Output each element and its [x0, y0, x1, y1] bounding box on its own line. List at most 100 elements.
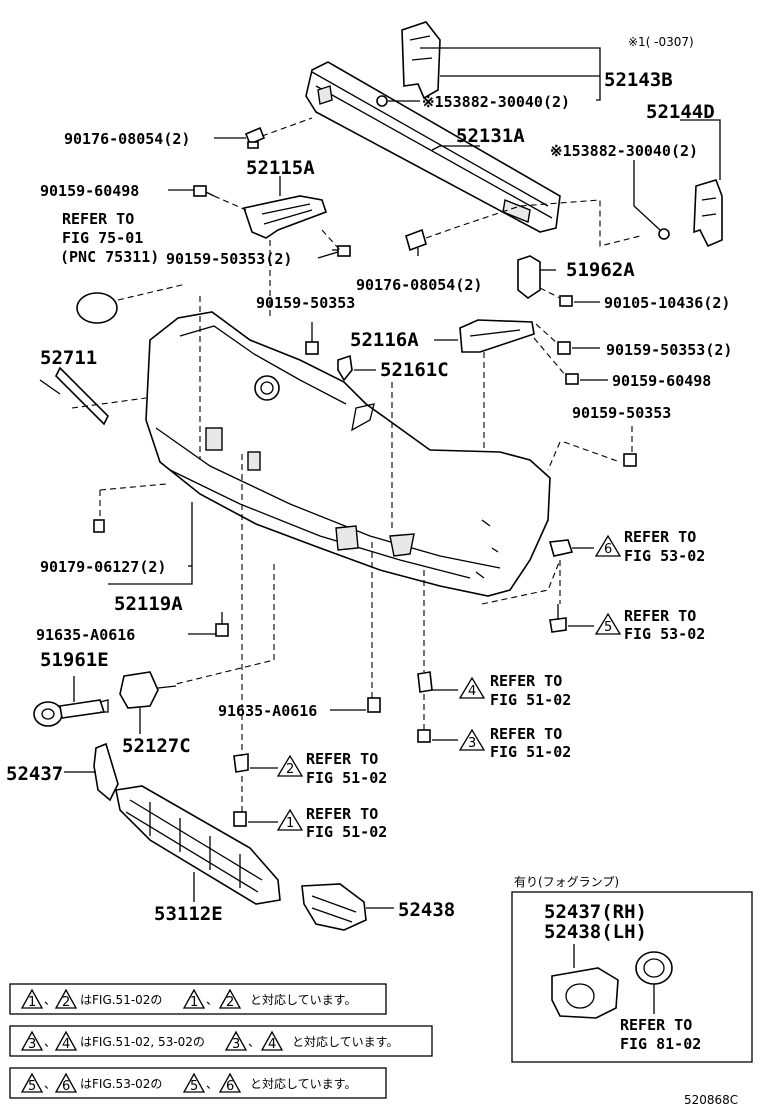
label-90159-50353-b: 90159-50353	[256, 294, 355, 312]
clip-52161c	[337, 354, 353, 382]
refer-5-line2: FIG 53-02	[624, 625, 705, 643]
clip-153882-a	[376, 95, 388, 107]
fog-cover-oval	[76, 292, 118, 324]
label-52115a: 52115A	[246, 157, 315, 179]
refer-75-01-line3: (PNC 75311)	[60, 248, 159, 266]
refer-2-line2: FIG 51-02	[306, 769, 387, 787]
refer-5: 5 REFER TO FIG 53-02	[594, 607, 705, 643]
label-90159-50353-a: 90159-50353(2)	[166, 250, 292, 268]
label-90159-60498-b: 90159-60498	[612, 372, 711, 390]
fog-box-lh: 52438(LH)	[544, 921, 647, 943]
refer-4-line1: REFER TO	[490, 672, 562, 690]
screw-90105	[559, 295, 573, 307]
refer-5-num: 5	[604, 620, 612, 635]
fog-box-refer-line2: FIG 81-02	[620, 1035, 701, 1053]
legend-row-2: 3 、 4 はFIG.51-02, 53-02の 3 、 4 と対応しています。	[9, 1025, 433, 1057]
legend-2-sep2: 、	[248, 1035, 260, 1049]
screw-refer-3	[417, 729, 431, 743]
moulding-52711-drawing	[55, 366, 109, 426]
bolt-90176-b	[405, 228, 427, 252]
tow-hook-cover-drawing	[119, 671, 177, 709]
clip-refer-4	[417, 671, 433, 693]
label-91635-a: 91635-A0616	[36, 626, 135, 644]
label-90159-50353-d: 90159-50353	[572, 404, 671, 422]
clip-90179	[93, 519, 105, 533]
label-91635-b: 91635-A0616	[218, 702, 317, 720]
bracket-52143b-drawing	[401, 21, 441, 100]
fog-box-title: 有り(フォグランプ)	[514, 875, 619, 889]
refer-6-line1: REFER TO	[624, 528, 696, 546]
legend-3-sep1: 、	[44, 1077, 56, 1091]
bracket-51962a-drawing	[517, 255, 541, 299]
bracket-52115a-drawing	[242, 195, 328, 239]
legend-3-d: 6	[226, 1079, 234, 1094]
refer-4-num: 4	[468, 684, 476, 699]
screw-91635-a	[215, 612, 229, 637]
legend-3-mid: はFIG.53-02の	[80, 1077, 162, 1091]
screw-91635-b	[367, 697, 381, 713]
label-90176-a: 90176-08054(2)	[64, 130, 190, 148]
legend-1-sep1: 、	[44, 993, 56, 1007]
legend-3-sep2: 、	[206, 1077, 218, 1091]
bracket-52144d-drawing	[693, 179, 723, 248]
label-52143b: 52143B	[604, 69, 673, 91]
legend-3-b: 6	[62, 1079, 70, 1094]
clip-refer-5	[549, 604, 567, 633]
refer-75-01-line2: FIG 75-01	[62, 229, 143, 247]
label-52438: 52438	[398, 899, 455, 921]
legend-1-b: 2	[62, 995, 70, 1010]
bolt-90176-a	[244, 126, 266, 149]
bumper-reinforcement-drawing	[305, 61, 561, 233]
label-52127c: 52127C	[122, 735, 191, 757]
clip-153882-b	[658, 228, 670, 240]
legend-3-a: 5	[28, 1079, 36, 1094]
label-90159-50353-c: 90159-50353(2)	[606, 341, 732, 359]
legend-2-b: 4	[62, 1037, 70, 1052]
refer-2-line1: REFER TO	[306, 750, 378, 768]
refer-6-num: 6	[604, 542, 612, 557]
screw-90159-50353-a	[332, 245, 351, 257]
legend-1-a: 1	[28, 995, 36, 1010]
screw-90159-50353-c	[557, 341, 571, 355]
fog-lamp-drawing	[635, 951, 673, 1014]
label-52131a: 52131A	[456, 125, 525, 147]
refer-4: 4 REFER TO FIG 51-02	[458, 672, 571, 709]
legend-row-3: 5 、 6 はFIG.53-02の 5 、 6 と対応しています。	[9, 1067, 387, 1099]
label-52437: 52437	[6, 763, 63, 785]
label-52116a: 52116A	[350, 329, 419, 351]
label-52161c: 52161C	[380, 359, 449, 381]
legend-2-d: 4	[268, 1037, 276, 1052]
legend-1-tail: と対応しています。	[250, 993, 356, 1007]
label-153882-b: ※153882-30040(2)	[550, 142, 698, 160]
label-52144d: 52144D	[646, 101, 715, 123]
refer-3-num: 3	[468, 736, 476, 751]
clip-refer-6	[548, 539, 574, 557]
screw-90159-60498-b	[565, 373, 579, 385]
refer-4-line2: FIG 51-02	[490, 691, 571, 709]
label-153882-a: ※153882-30040(2)	[422, 93, 570, 111]
screw-90159-50353-d	[623, 453, 637, 467]
screw-refer-1	[233, 811, 247, 827]
fog-bezel-drawing	[551, 944, 619, 1019]
label-51961e: 51961E	[40, 649, 109, 671]
legend-1-d: 2	[226, 995, 234, 1010]
refer-75-01-line1: REFER TO	[62, 210, 134, 228]
refer-3-line2: FIG 51-02	[490, 743, 571, 761]
legend-2-mid: はFIG.51-02, 53-02の	[80, 1035, 205, 1049]
drawing-id: 520868C	[684, 1093, 738, 1107]
label-90105: 90105-10436(2)	[604, 294, 730, 312]
label-51962a: 51962A	[566, 259, 635, 281]
refer-2: 2 REFER TO FIG 51-02	[276, 750, 387, 787]
refer-1-line1: REFER TO	[306, 805, 378, 823]
refer-5-line1: REFER TO	[624, 607, 696, 625]
refer-6: 6 REFER TO FIG 53-02	[594, 528, 705, 565]
lower-grille-drawing	[115, 785, 281, 905]
screw-90159-50353-b	[305, 341, 319, 355]
legend-row-1: 1 、 2 はFIG.51-02の 1 、 2 と対応しています。	[9, 983, 387, 1015]
label-90179: 90179-06127(2)	[40, 558, 166, 576]
leader-lines	[39, 47, 721, 909]
side-grille-52438-drawing	[301, 883, 367, 931]
corner-note: ※1( -0307)	[628, 35, 694, 49]
screw-90159-60498-a	[193, 185, 215, 197]
